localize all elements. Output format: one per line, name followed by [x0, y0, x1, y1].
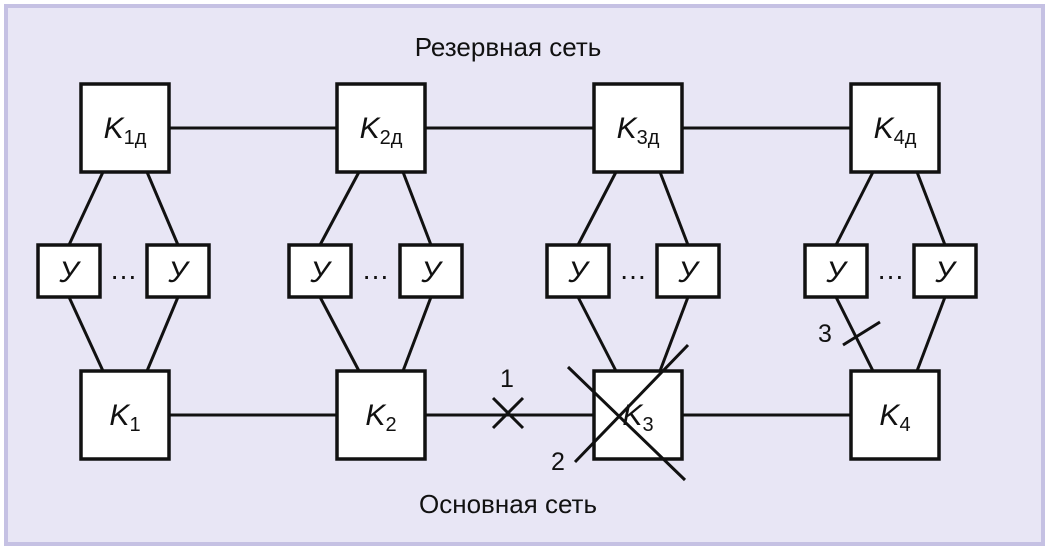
- device-3-2: [655, 243, 721, 299]
- device-1-1: [36, 243, 102, 299]
- backup-network-caption: Резервная сеть: [415, 32, 602, 62]
- fault-3-label: 3: [818, 320, 832, 348]
- uplink-left-1: [67, 171, 105, 246]
- fault-2-label: 2: [551, 448, 565, 476]
- backup-switch-2: [335, 82, 427, 174]
- backup-switch-label-4: K4д: [874, 112, 917, 149]
- uplink-right-4: [915, 171, 947, 246]
- device-ellipsis-1: …: [110, 254, 138, 285]
- backup-switch-label-2-main: K: [360, 112, 382, 145]
- device-2-1: [287, 243, 353, 299]
- primary-switch-label-4: K4: [879, 399, 910, 436]
- device-label-1-2: У: [167, 256, 190, 289]
- primary-switch-label-4-sub: 4: [899, 414, 910, 436]
- downlink-left-2: [318, 296, 361, 372]
- device-ellipsis-2: …: [362, 254, 390, 285]
- device-ellipsis-4: …: [877, 254, 905, 285]
- downlink-right-4: [915, 296, 947, 372]
- backup-switch-label-3-sub: 3д: [637, 127, 660, 149]
- primary-switch-label-1-sub: 1: [129, 414, 140, 436]
- primary-switch-label-1-main: K: [109, 399, 131, 432]
- primary-switch-label-3-sub: 3: [642, 414, 653, 436]
- downlink-left-3: [576, 296, 618, 372]
- connection-lines: [67, 126, 947, 417]
- backup-switch-label-1-main: K: [104, 112, 126, 145]
- fault-marks: 1 2 3: [491, 320, 881, 482]
- primary-switch-3: [592, 369, 684, 461]
- backup-switch-label-3-main: K: [617, 112, 639, 145]
- backup-switch-4: [849, 82, 941, 174]
- backup-switch-label-4-main: K: [874, 112, 896, 145]
- device-4-1: [803, 243, 869, 299]
- backup-switch-label-1-sub: 1д: [124, 127, 147, 149]
- primary-switch-1: [79, 369, 171, 461]
- device-3-1: [545, 243, 611, 299]
- device-label-4-1: У: [825, 256, 848, 289]
- backup-switch-1: [79, 82, 171, 174]
- device-label-2-2: У: [420, 256, 443, 289]
- fault-2-cross-a: [566, 365, 687, 482]
- device-label-4-2: У: [934, 256, 957, 289]
- uplink-left-3: [576, 171, 618, 246]
- device-2-2: [398, 243, 464, 299]
- downlink-right-1: [145, 296, 180, 372]
- downlink-left-1: [67, 296, 105, 372]
- backup-switch-label-1: K1д: [104, 112, 147, 149]
- backup-switch-label-2: K2д: [360, 112, 403, 149]
- downlink-right-2: [401, 296, 433, 372]
- device-label-2-1: У: [309, 256, 332, 289]
- backup-switch-label-4-sub: 4д: [894, 127, 917, 149]
- primary-network-caption: Основная сеть: [419, 489, 597, 519]
- device-label-3-1: У: [567, 256, 590, 289]
- primary-switch-label-1: K1: [109, 399, 140, 436]
- device-ellipsis-3: …: [619, 254, 647, 285]
- fault-1-cross-b: [491, 396, 525, 430]
- backup-switch-label-2-sub: 2д: [380, 127, 403, 149]
- primary-switch-label-2-main: K: [365, 399, 387, 432]
- fault-1-label: 1: [500, 365, 514, 393]
- primary-switch-label-2: K2: [365, 399, 396, 436]
- uplink-left-2: [318, 171, 361, 246]
- primary-switch-label-4-main: K: [879, 399, 901, 432]
- uplink-right-3: [658, 171, 690, 246]
- primary-switch-label-2-sub: 2: [385, 414, 396, 436]
- backup-switch-3: [592, 82, 684, 174]
- downlink-left-4: [834, 296, 875, 372]
- uplink-left-4: [834, 171, 875, 246]
- device-1-2: [145, 243, 211, 299]
- primary-switch-2: [335, 369, 427, 461]
- fault-3-cross: [842, 320, 881, 347]
- device-label-1-1: У: [58, 256, 81, 289]
- uplink-right-2: [401, 171, 433, 246]
- backup-switch-label-3: K3д: [617, 112, 660, 149]
- downlink-right-3: [658, 296, 690, 372]
- primary-switch-label-3-main: K: [622, 399, 644, 432]
- device-4-2: [912, 243, 978, 299]
- device-label-3-2: У: [677, 256, 700, 289]
- primary-switch-4: [849, 369, 941, 461]
- fault-2-cross-b: [573, 343, 690, 464]
- uplink-right-1: [145, 171, 180, 246]
